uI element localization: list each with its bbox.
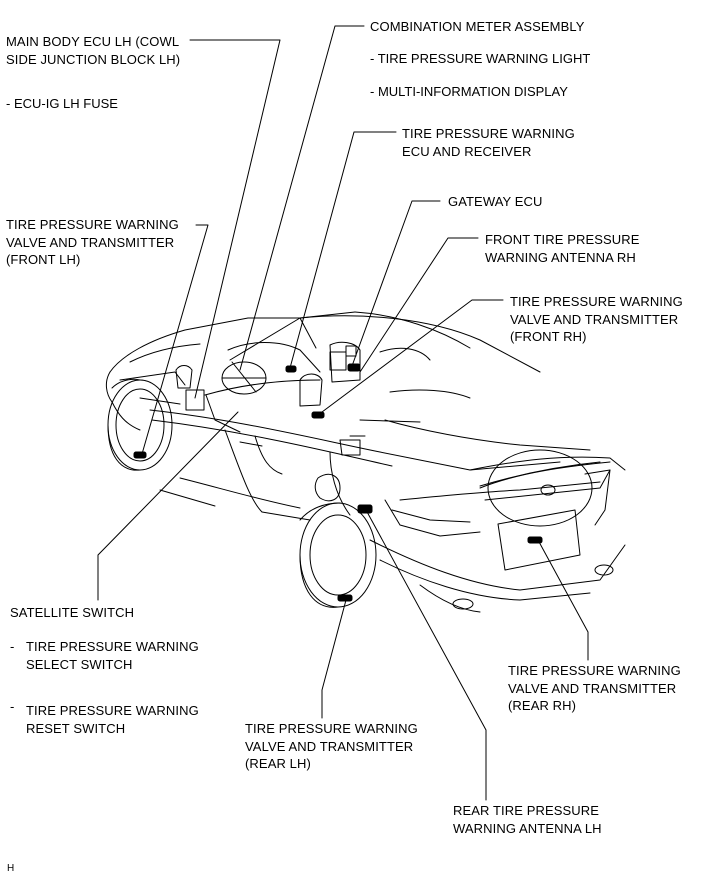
figure-code: H: [7, 863, 15, 874]
label-valve-front-lh: TIRE PRESSURE WARNING VALVE AND TRANSMIT…: [6, 216, 179, 269]
reset-switch-dash: -: [10, 699, 15, 714]
label-rear-antenna-lh: REAR TIRE PRESSURE WARNING ANTENNA LH: [453, 802, 602, 837]
label-front-antenna-rh-line2: WARNING ANTENNA RH: [485, 249, 636, 265]
label-rear-antenna-lh-line1: REAR TIRE PRESSURE: [453, 803, 600, 818]
label-tire-warning-light: - TIRE PRESSURE WARNING LIGHT: [370, 51, 591, 66]
label-tpw-ecu-receiver: TIRE PRESSURE WARNING ECU AND RECEIVER: [402, 125, 575, 160]
label-gateway-ecu: GATEWAY ECU: [448, 194, 543, 209]
select-switch-dash: -: [10, 639, 15, 654]
label-main-body-ecu-line2: SIDE JUNCTION BLOCK LH): [6, 51, 181, 67]
label-main-body-ecu: MAIN BODY ECU LH (COWL SIDE JUNCTION BLO…: [6, 33, 180, 68]
label-reset-switch-line1: TIRE PRESSURE WARNING: [26, 703, 199, 718]
label-valve-front-lh-line1: TIRE PRESSURE WARNING: [6, 217, 179, 232]
label-select-switch-line1: TIRE PRESSURE WARNING: [26, 639, 199, 654]
label-valve-rear-lh-line1: TIRE PRESSURE WARNING: [245, 721, 418, 736]
label-select-switch: - TIRE PRESSURE WARNING SELECT SWITCH: [10, 638, 199, 673]
label-combination-meter: COMBINATION METER ASSEMBLY: [370, 19, 585, 34]
label-valve-front-rh: TIRE PRESSURE WARNING VALVE AND TRANSMIT…: [510, 293, 683, 346]
label-valve-rear-rh-line2: VALVE AND TRANSMITTER: [508, 680, 677, 696]
leader-lines: [97, 25, 589, 801]
label-valve-rear-lh-line2: VALVE AND TRANSMITTER: [245, 738, 414, 754]
front-left-wheel: [107, 378, 173, 471]
label-select-switch-line2: SELECT SWITCH: [26, 656, 133, 672]
label-rear-antenna-lh-line2: WARNING ANTENNA LH: [453, 820, 602, 836]
label-ecu-ig-fuse: - ECU-IG LH FUSE: [6, 96, 118, 111]
label-front-antenna-rh-line1: FRONT TIRE PRESSURE: [485, 232, 640, 247]
ecu-boxes: [185, 345, 357, 411]
label-front-antenna-rh: FRONT TIRE PRESSURE WARNING ANTENNA RH: [485, 231, 640, 266]
label-main-body-ecu-line1: MAIN BODY ECU LH (COWL: [6, 34, 180, 49]
label-tpw-ecu-receiver-line2: ECU AND RECEIVER: [402, 143, 532, 159]
label-valve-rear-lh: TIRE PRESSURE WARNING VALVE AND TRANSMIT…: [245, 720, 418, 773]
label-valve-rear-lh-line3: (REAR LH): [245, 756, 311, 771]
label-tpw-ecu-receiver-line1: TIRE PRESSURE WARNING: [402, 126, 575, 141]
label-satellite-switch: SATELLITE SWITCH: [10, 605, 135, 620]
label-valve-front-lh-line2: VALVE AND TRANSMITTER: [6, 234, 175, 250]
label-multi-info-display: - MULTI-INFORMATION DISPLAY: [370, 84, 568, 99]
label-valve-rear-rh-line1: TIRE PRESSURE WARNING: [508, 663, 681, 678]
label-valve-rear-rh: TIRE PRESSURE WARNING VALVE AND TRANSMIT…: [508, 662, 681, 715]
car-body: [105, 311, 626, 613]
label-valve-front-rh-line2: VALVE AND TRANSMITTER: [510, 311, 679, 327]
label-valve-front-rh-line3: (FRONT RH): [510, 329, 587, 344]
label-valve-front-lh-line3: (FRONT LH): [6, 252, 81, 267]
label-valve-rear-rh-line3: (REAR RH): [508, 698, 577, 713]
label-valve-front-rh-line1: TIRE PRESSURE WARNING: [510, 294, 683, 309]
label-reset-switch: - TIRE PRESSURE WARNING RESET SWITCH: [10, 699, 199, 737]
rear-left-wheel: [299, 502, 377, 608]
label-reset-switch-line2: RESET SWITCH: [26, 720, 126, 736]
